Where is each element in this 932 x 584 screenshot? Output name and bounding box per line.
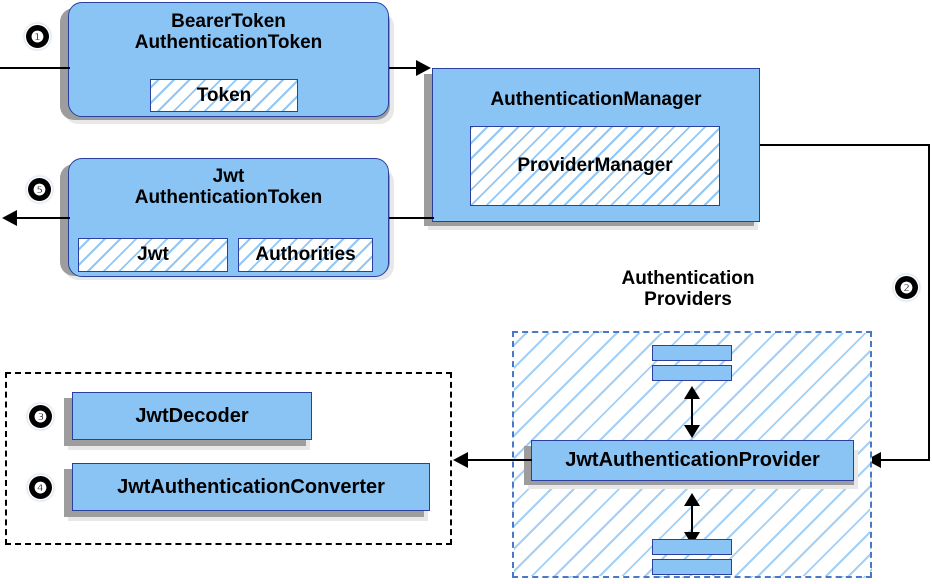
connector-provider-bottom-vertical <box>691 497 693 533</box>
connector-manager-right <box>760 144 930 146</box>
badge-step-1: ❶ <box>26 25 49 48</box>
arrowhead-provider-top-down <box>684 425 700 438</box>
connector-provider-to-decoders <box>466 459 532 461</box>
bearer-token-title-line1: BearerToken <box>171 11 286 32</box>
arrowhead-response-out <box>2 210 17 226</box>
connector-manager-to-jwt-token <box>389 217 434 219</box>
jwt-token-title-line1: Jwt <box>212 166 245 187</box>
jwt-token-inner-jwt: Jwt <box>78 238 228 272</box>
connector-request-in <box>0 67 70 69</box>
provider-bar-bottom-2 <box>652 559 732 575</box>
bearer-token-inner-token: Token <box>150 79 298 112</box>
badge-step-2: ❷ <box>895 276 918 299</box>
authentication-providers-label-line1: Authentication <box>621 268 755 289</box>
badge-step-3: ❸ <box>29 405 52 428</box>
bearer-token-title-line2: AuthenticationToken <box>134 32 323 54</box>
badge-step-4: ❹ <box>29 476 52 499</box>
connector-to-provider <box>878 459 930 461</box>
connector-provider-top-vertical <box>691 390 693 426</box>
provider-bar-top-1 <box>652 345 732 361</box>
connector-bearer-to-manager <box>389 67 422 69</box>
arrowhead-provider-to-decoders <box>453 452 468 468</box>
connector-right-vertical <box>928 144 930 460</box>
arrowhead-provider-bottom-up <box>684 493 700 506</box>
node-jwt-authentication-converter[interactable]: JwtAuthenticationConverter <box>72 463 430 511</box>
jwt-components-container <box>5 372 452 545</box>
authentication-manager-inner-provider-manager: ProviderManager <box>470 126 720 206</box>
node-jwt-authentication-provider[interactable]: JwtAuthenticationProvider <box>531 440 854 481</box>
badge-step-5: ❺ <box>28 178 51 201</box>
arrowhead-bearer-to-manager <box>416 60 431 76</box>
authentication-providers-label-line2: Providers <box>644 289 732 311</box>
jwt-decoder-label: JwtDecoder <box>135 404 249 427</box>
arrowhead-provider-top-up <box>684 386 700 399</box>
provider-bar-top-2 <box>652 365 732 381</box>
connector-response-out <box>15 217 70 219</box>
jwt-token-inner-authorities: Authorities <box>238 238 373 272</box>
provider-bar-bottom-1 <box>652 539 732 555</box>
authentication-manager-title: AuthenticationManager <box>490 89 702 110</box>
authentication-providers-label: Authentication Providers <box>560 268 816 311</box>
jwt-converter-label: JwtAuthenticationConverter <box>117 475 385 498</box>
node-jwt-decoder[interactable]: JwtDecoder <box>72 392 312 440</box>
jwt-token-title-line2: AuthenticationToken <box>134 187 323 209</box>
jwt-provider-label: JwtAuthenticationProvider <box>565 449 820 472</box>
